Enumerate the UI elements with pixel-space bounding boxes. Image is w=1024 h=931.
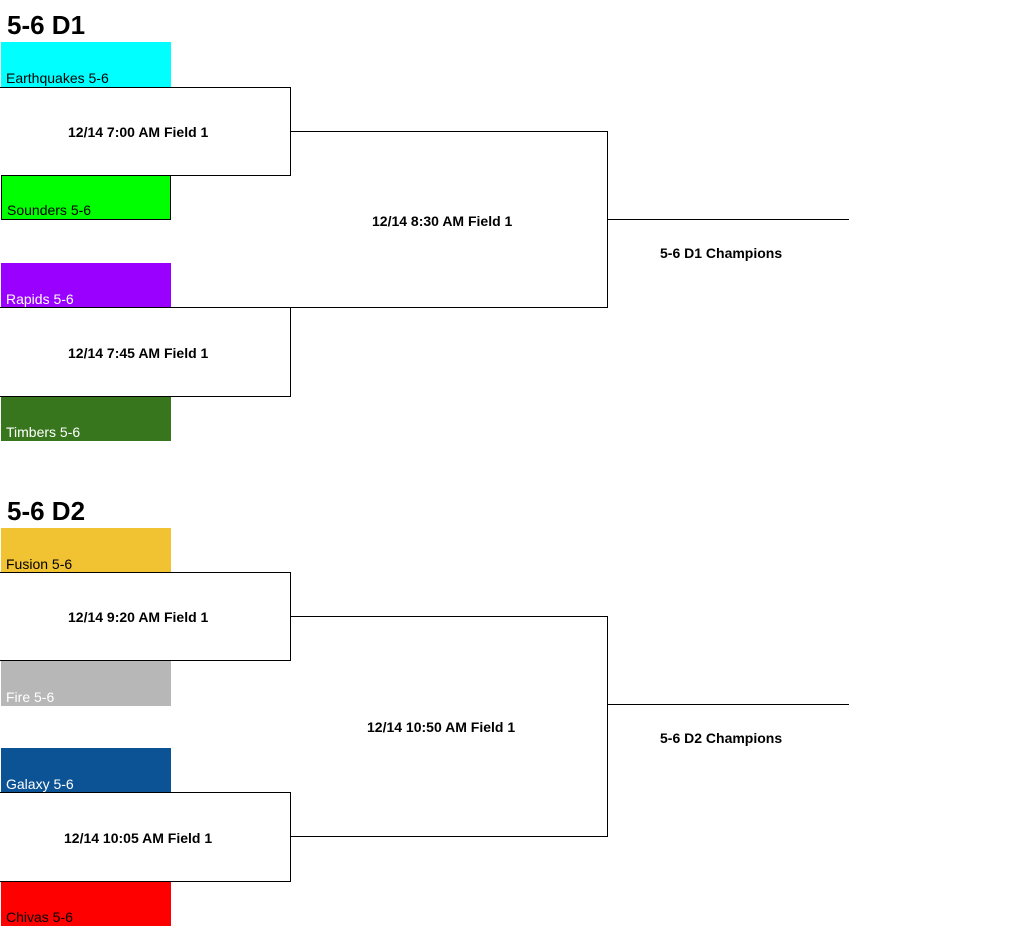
- team-slot[interactable]: Earthquakes 5-6: [1, 42, 171, 87]
- team-name: Chivas 5-6: [6, 909, 73, 925]
- game-time-final: 12/14 10:50 AM Field 1: [367, 719, 516, 735]
- bracket-line: [290, 616, 608, 617]
- game-time-semi2: 12/14 10:05 AM Field 1: [64, 830, 213, 846]
- team-slot[interactable]: Galaxy 5-6: [1, 748, 171, 793]
- bracket-title: 5-6 D2: [7, 496, 86, 526]
- bracket-d1: 5-6 D1 Earthquakes 5-6 Sounders 5-6 Rapi…: [0, 0, 1024, 445]
- team-slot[interactable]: Fusion 5-6: [1, 528, 171, 573]
- bracket-line: [290, 836, 608, 837]
- team-slot[interactable]: Fire 5-6: [1, 661, 171, 706]
- game-time-semi1: 12/14 7:00 AM Field 1: [68, 124, 209, 140]
- bracket-line: [0, 792, 291, 793]
- bracket-line: [290, 307, 608, 308]
- bracket-line: [0, 572, 291, 573]
- champion-label: 5-6 D2 Champions: [660, 730, 783, 746]
- bracket-line: [607, 616, 608, 837]
- champion-label: 5-6 D1 Champions: [660, 245, 783, 261]
- game-time-semi2: 12/14 7:45 AM Field 1: [68, 345, 209, 361]
- team-name: Sounders 5-6: [7, 202, 92, 218]
- team-slot[interactable]: Chivas 5-6: [1, 881, 171, 926]
- game-time-final: 12/14 8:30 AM Field 1: [372, 213, 513, 229]
- team-name: Galaxy 5-6: [6, 776, 74, 792]
- bracket-title: 5-6 D1: [7, 10, 86, 40]
- team-name: Rapids 5-6: [6, 291, 74, 307]
- bracket-line: [0, 87, 291, 88]
- team-slot[interactable]: Rapids 5-6: [1, 263, 171, 308]
- bracket-d2: 5-6 D2 Fusion 5-6 Fire 5-6 Galaxy 5-6 Ch…: [0, 486, 1024, 931]
- bracket-line: [171, 175, 291, 176]
- team-name: Fire 5-6: [6, 689, 55, 705]
- bracket-line: [290, 307, 291, 396]
- team-name: Fusion 5-6: [6, 556, 73, 572]
- bracket-line: [290, 131, 608, 132]
- team-name: Timbers 5-6: [6, 424, 81, 440]
- bracket-line: [0, 307, 291, 308]
- bracket-line: [0, 396, 291, 397]
- game-time-semi1: 12/14 9:20 AM Field 1: [68, 609, 209, 625]
- team-name: Earthquakes 5-6: [6, 70, 109, 86]
- bracket-line: [0, 881, 291, 882]
- team-slot[interactable]: Sounders 5-6: [1, 175, 171, 220]
- champion-line: [607, 219, 849, 220]
- champion-line: [607, 704, 849, 705]
- team-slot[interactable]: Timbers 5-6: [1, 396, 171, 441]
- bracket-line: [0, 660, 291, 661]
